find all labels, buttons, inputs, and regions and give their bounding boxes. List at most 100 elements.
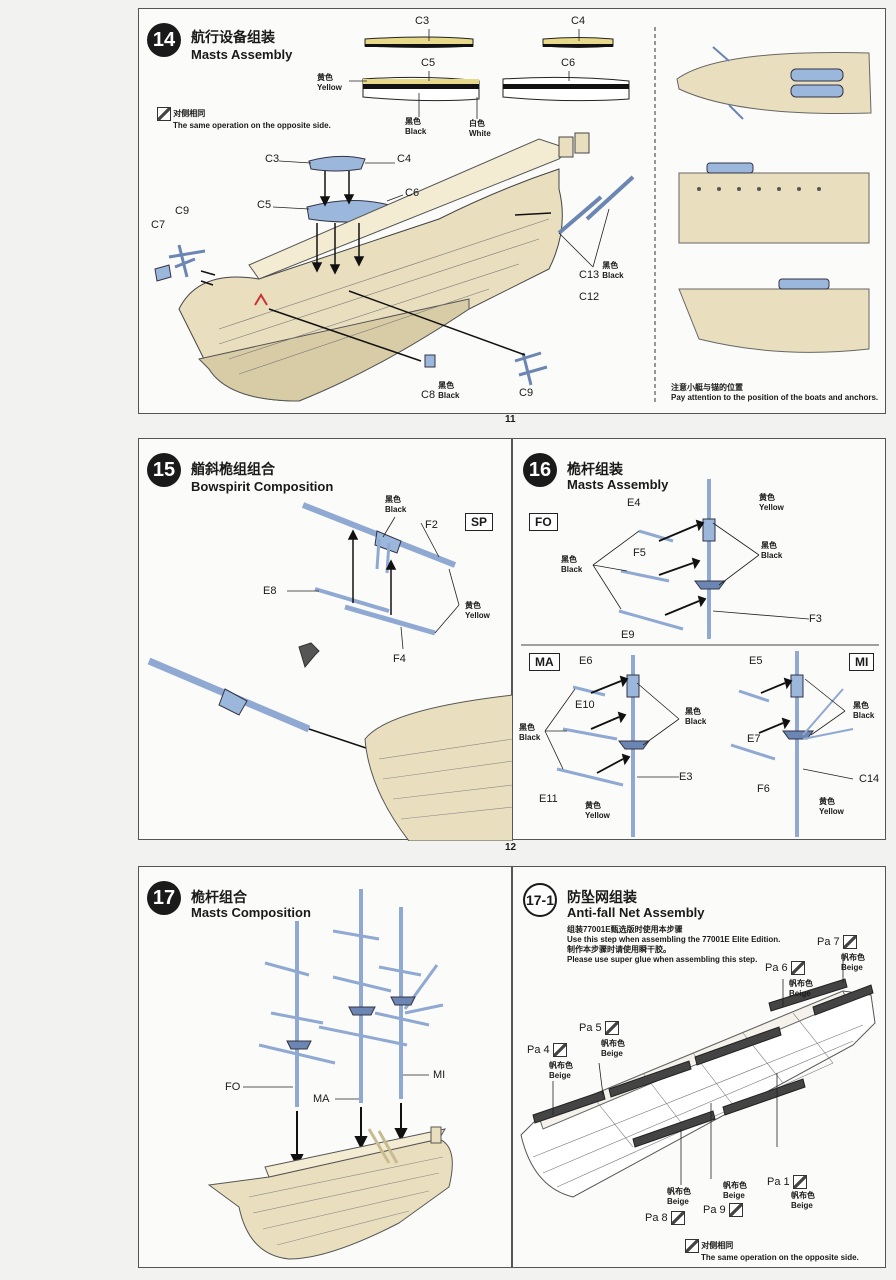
fo-box: FO (529, 513, 558, 531)
step17-panel: 17 桅杆组合 Masts Composition FO MA MI (138, 866, 512, 1268)
part-c12: C12 (579, 291, 600, 303)
step17-1-same-note: 对侧相同 The same operation on the opposite … (685, 1239, 859, 1263)
glue-icon (157, 107, 171, 121)
step17-number: 17 (147, 881, 181, 915)
part-c4: C4 (397, 153, 412, 165)
step16-title-cn: 桅杆组装 (567, 462, 623, 478)
part-e10: E10 (575, 699, 595, 711)
step15-illustration (147, 502, 513, 841)
part-c7: C7 (151, 219, 166, 231)
step14-illustration (154, 27, 872, 405)
glue-icon (792, 1175, 807, 1189)
step16-illustration (521, 479, 879, 837)
part-c4-top: C4 (571, 15, 586, 27)
page-number-11: 11 (505, 414, 516, 425)
label-fo: FO (225, 1081, 241, 1093)
step15-title-en: Bowspirit Composition (191, 479, 334, 494)
part-e8: E8 (263, 585, 277, 597)
part-pa4: Pa 4 (527, 1043, 567, 1057)
part-c9-left: C9 (175, 205, 190, 217)
mi-box: MI (849, 653, 875, 671)
step17-title-en: Masts Composition (191, 905, 311, 920)
part-f3: F3 (809, 613, 822, 625)
part-e5: E5 (749, 655, 763, 667)
part-c3-top: C3 (415, 15, 430, 27)
glue-icon (604, 1021, 619, 1035)
step17-1-title-en: Anti-fall Net Assembly (567, 905, 705, 920)
step17-1-instructions: 组装77001E甄选版时使用本步骤 Use this step when ass… (567, 925, 781, 964)
step17-title-cn: 桅杆组合 (191, 890, 247, 906)
part-c3: C3 (265, 153, 280, 165)
label-ma: MA (313, 1093, 330, 1105)
glue-icon (728, 1203, 743, 1217)
step15-number: 15 (147, 453, 181, 487)
step14-title-en: Masts Assembly (191, 47, 293, 62)
part-e4: E4 (627, 497, 641, 509)
step17-illustration (207, 889, 453, 1260)
part-c6-top: C6 (561, 57, 576, 69)
part-e7: E7 (747, 733, 761, 745)
step17-1-panel: 17-1 防坠网组装 Anti-fall Net Assembly 组装7700… (512, 866, 886, 1268)
step17-1-title-cn: 防坠网组装 (567, 890, 637, 906)
part-f6: F6 (757, 783, 770, 795)
part-c9-right: C9 (519, 387, 534, 399)
glue-icon (685, 1239, 699, 1253)
part-c14: C14 (859, 773, 880, 785)
step16-title-en: Masts Assembly (567, 477, 669, 492)
step14-same-note: 对侧相同 The same operation on the opposite … (157, 107, 331, 131)
part-c5: C5 (257, 199, 272, 211)
part-pa1: Pa 1 (767, 1175, 807, 1189)
part-e11: E11 (539, 793, 558, 805)
part-e3: E3 (679, 771, 693, 783)
step16-number: 16 (523, 453, 557, 487)
part-f5: F5 (633, 547, 646, 559)
part-f2: F2 (425, 519, 438, 531)
ma-box: MA (529, 653, 560, 671)
step14-number: 14 (147, 23, 181, 57)
part-c6: C6 (405, 187, 420, 199)
part-pa5: Pa 5 (579, 1021, 619, 1035)
label-mi: MI (433, 1069, 446, 1081)
part-e6: E6 (579, 655, 593, 667)
step17-1-illustration (520, 953, 876, 1198)
glue-icon (842, 935, 857, 949)
part-pa9: Pa 9 (703, 1203, 743, 1217)
part-pa8: Pa 8 (645, 1211, 685, 1225)
part-e9: E9 (621, 629, 635, 641)
step17-1-number: 17-1 (523, 883, 557, 917)
step14-panel: 14 航行设备组装 Masts Assembly 对侧相同 The same o… (138, 8, 886, 414)
step15-title-cn: 艏斜桅组组合 (191, 462, 275, 478)
part-c5-top: C5 (421, 57, 436, 69)
glue-icon (670, 1211, 685, 1225)
part-pa6: Pa 6 (765, 961, 805, 975)
part-f4: F4 (393, 653, 406, 665)
page-number-12: 12 (505, 842, 517, 853)
part-pa7: Pa 7 (817, 935, 857, 949)
step14-title-cn: 航行设备组装 (191, 30, 275, 46)
